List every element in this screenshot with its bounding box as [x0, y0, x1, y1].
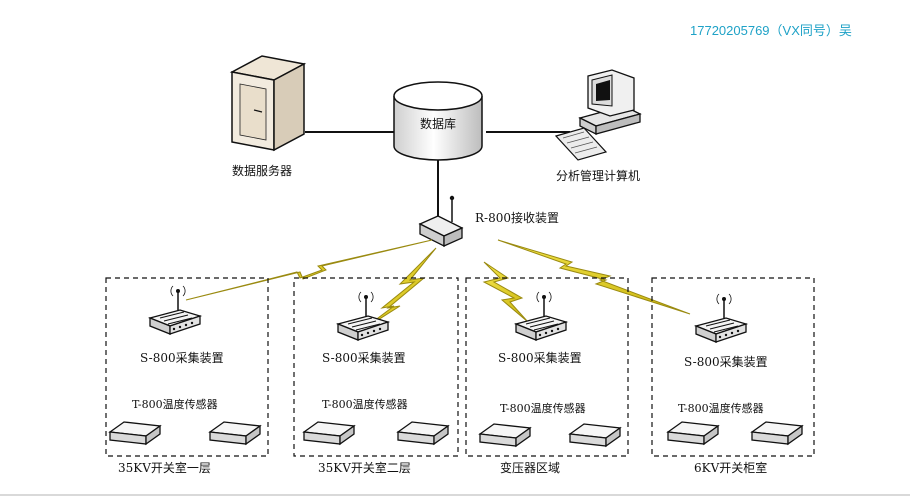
sensor-label: T-800温度传感器 [678, 401, 764, 415]
wireless-bolt-icon [482, 261, 529, 323]
sensor-label: T-800温度传感器 [500, 401, 586, 415]
collector-label: S-800采集装置 [322, 350, 406, 365]
temperature-sensor-icon [397, 421, 449, 445]
analysis-computer-label: 分析管理计算机 [556, 168, 640, 183]
database-label: 数据库 [420, 116, 456, 131]
collector-router-icon [695, 293, 747, 343]
temperature-sensor-icon [303, 421, 355, 445]
zone-box [105, 277, 269, 457]
temperature-sensor-icon [479, 423, 531, 447]
page-bottom-divider [0, 494, 910, 496]
temperature-sensor-icon [569, 423, 621, 447]
zone-label: 35KV开关室一层 [118, 460, 211, 475]
wireless-bolt-icon [185, 239, 433, 301]
collector-label: S-800采集装置 [140, 350, 224, 365]
computer-icon [554, 69, 642, 161]
collector-label: S-800采集装置 [498, 350, 582, 365]
collector-label: S-800采集装置 [684, 354, 768, 369]
temperature-sensor-icon [109, 421, 161, 445]
zone-box [465, 277, 629, 457]
zone-label: 6KV开关柜室 [694, 460, 767, 475]
temperature-sensor-icon [209, 421, 261, 445]
zone-label: 35KV开关室二层 [318, 460, 411, 475]
zone-box [651, 277, 815, 457]
collector-router-icon [149, 285, 201, 335]
receiver-router-icon [418, 195, 464, 248]
temperature-sensor-icon [667, 421, 719, 445]
server-tower-icon [229, 55, 307, 152]
contact-text: 17720205769（VX同号）吴 [690, 23, 852, 38]
database-icon [393, 81, 483, 161]
zone-label: 变压器区域 [500, 460, 560, 475]
sensor-label: T-800温度传感器 [132, 397, 218, 411]
data-server-label: 数据服务器 [232, 163, 292, 178]
wireless-bolt-icon [497, 239, 691, 315]
zone-box [293, 277, 459, 457]
temperature-sensor-icon [751, 421, 803, 445]
collector-router-icon [515, 291, 567, 341]
receiver-label: R-800接收装置 [475, 210, 559, 225]
sensor-label: T-800温度传感器 [322, 397, 408, 411]
